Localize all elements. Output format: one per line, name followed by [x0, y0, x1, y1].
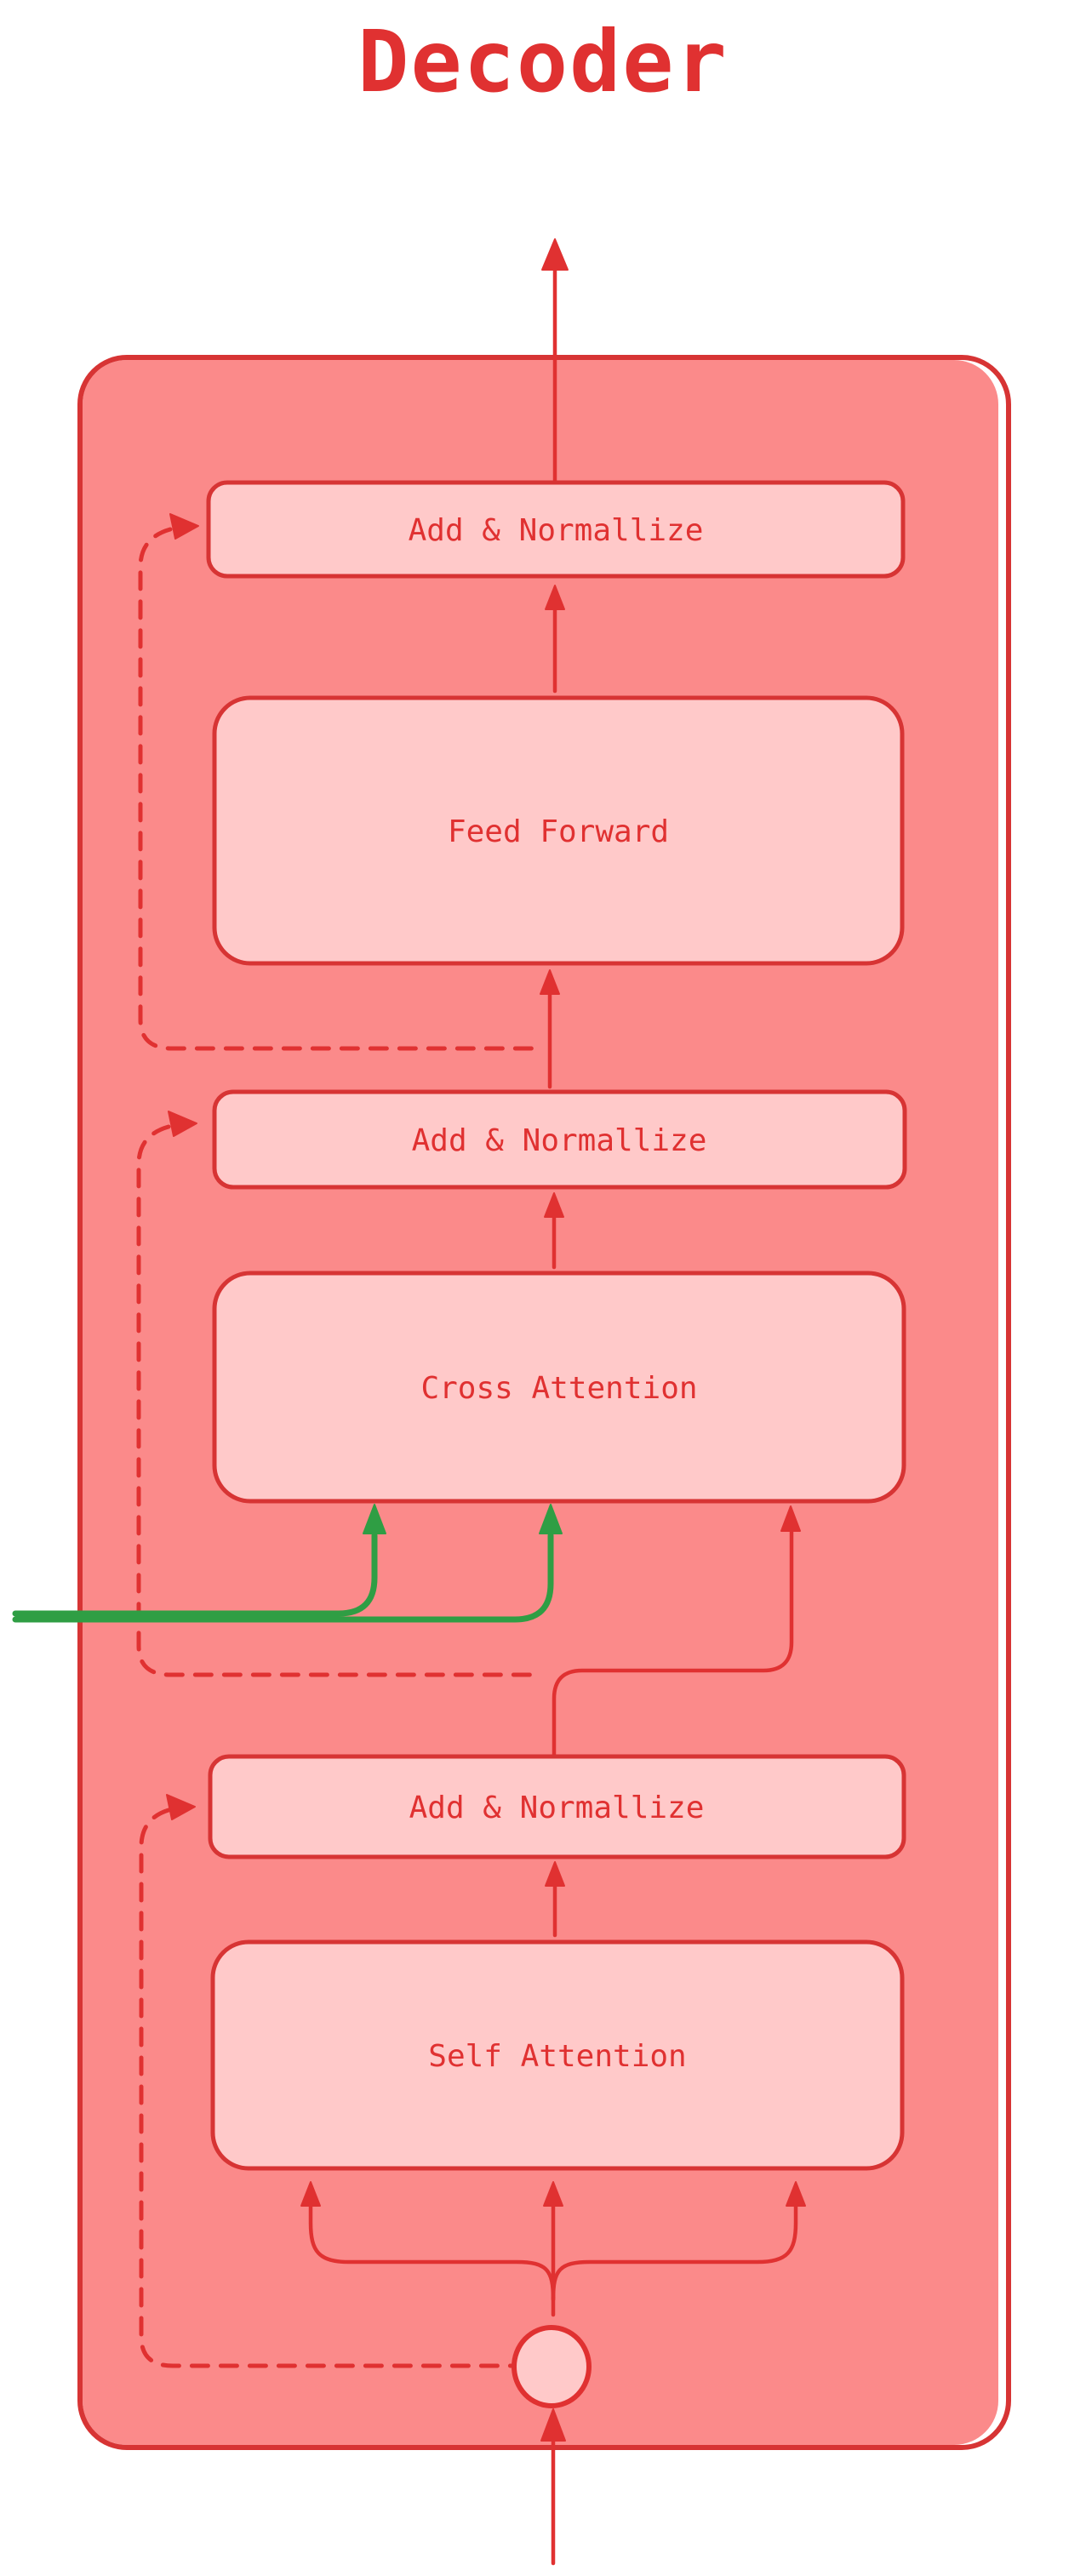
arrowhead-residual-middle	[168, 1111, 197, 1137]
block-feed-forward-label: Feed Forward	[448, 814, 669, 849]
arrowhead-output	[541, 238, 569, 271]
block-add-norm-middle-label: Add & Normallize	[412, 1123, 707, 1158]
diagram-title: Decoder	[357, 12, 729, 111]
block-feed-forward	[212, 695, 905, 966]
arrowhead-addnorm-mid-to-ff	[540, 969, 560, 995]
arrowhead-residual-bottom	[166, 1794, 196, 1820]
edge-green-right	[12, 1532, 554, 1623]
block-add-norm-top	[206, 480, 906, 579]
edge-trident-right	[551, 2203, 798, 2302]
residual-dashed-feed-forward	[138, 527, 539, 1051]
arrowhead-sa-input-middle	[543, 2181, 563, 2207]
decoder-container-border	[77, 355, 1011, 2450]
residual-dashed-cross-attention	[136, 1124, 540, 1677]
arrowhead-residual-top	[169, 513, 199, 540]
edge-trident-left	[308, 2203, 556, 2302]
arrowhead-sa-input-right	[786, 2181, 806, 2207]
block-add-norm-bottom-label: Add & Normallize	[409, 1791, 705, 1825]
block-add-norm-bottom	[208, 1754, 906, 1859]
arrowhead-green-left	[363, 1504, 386, 1534]
block-self-attention	[210, 1939, 905, 2171]
edge-addnorm-bottom-to-ca	[552, 1527, 794, 1759]
arrowhead-green-right	[539, 1504, 563, 1534]
add-node-circle	[512, 2325, 592, 2408]
edge-green-left	[12, 1532, 378, 1617]
block-cross-attention	[212, 1271, 906, 1504]
block-cross-attention-label: Cross Attention	[420, 1371, 697, 1406]
arrowhead-sa-input-left	[300, 2181, 321, 2207]
arrowhead-ca-right-input	[780, 1505, 801, 1532]
residual-dashed-self-attention	[139, 1808, 515, 2368]
arrowhead-input	[540, 2408, 566, 2442]
block-add-norm-middle	[212, 1089, 907, 1190]
arrowhead-ca-to-addnorm-mid	[544, 1192, 564, 1218]
block-self-attention-label: Self Attention	[428, 2039, 686, 2074]
arrowhead-sa-to-addnorm-bottom	[545, 1861, 565, 1887]
block-add-norm-top-label: Add & Normallize	[409, 513, 704, 548]
arrowhead-ff-to-addnorm-top	[545, 585, 565, 610]
